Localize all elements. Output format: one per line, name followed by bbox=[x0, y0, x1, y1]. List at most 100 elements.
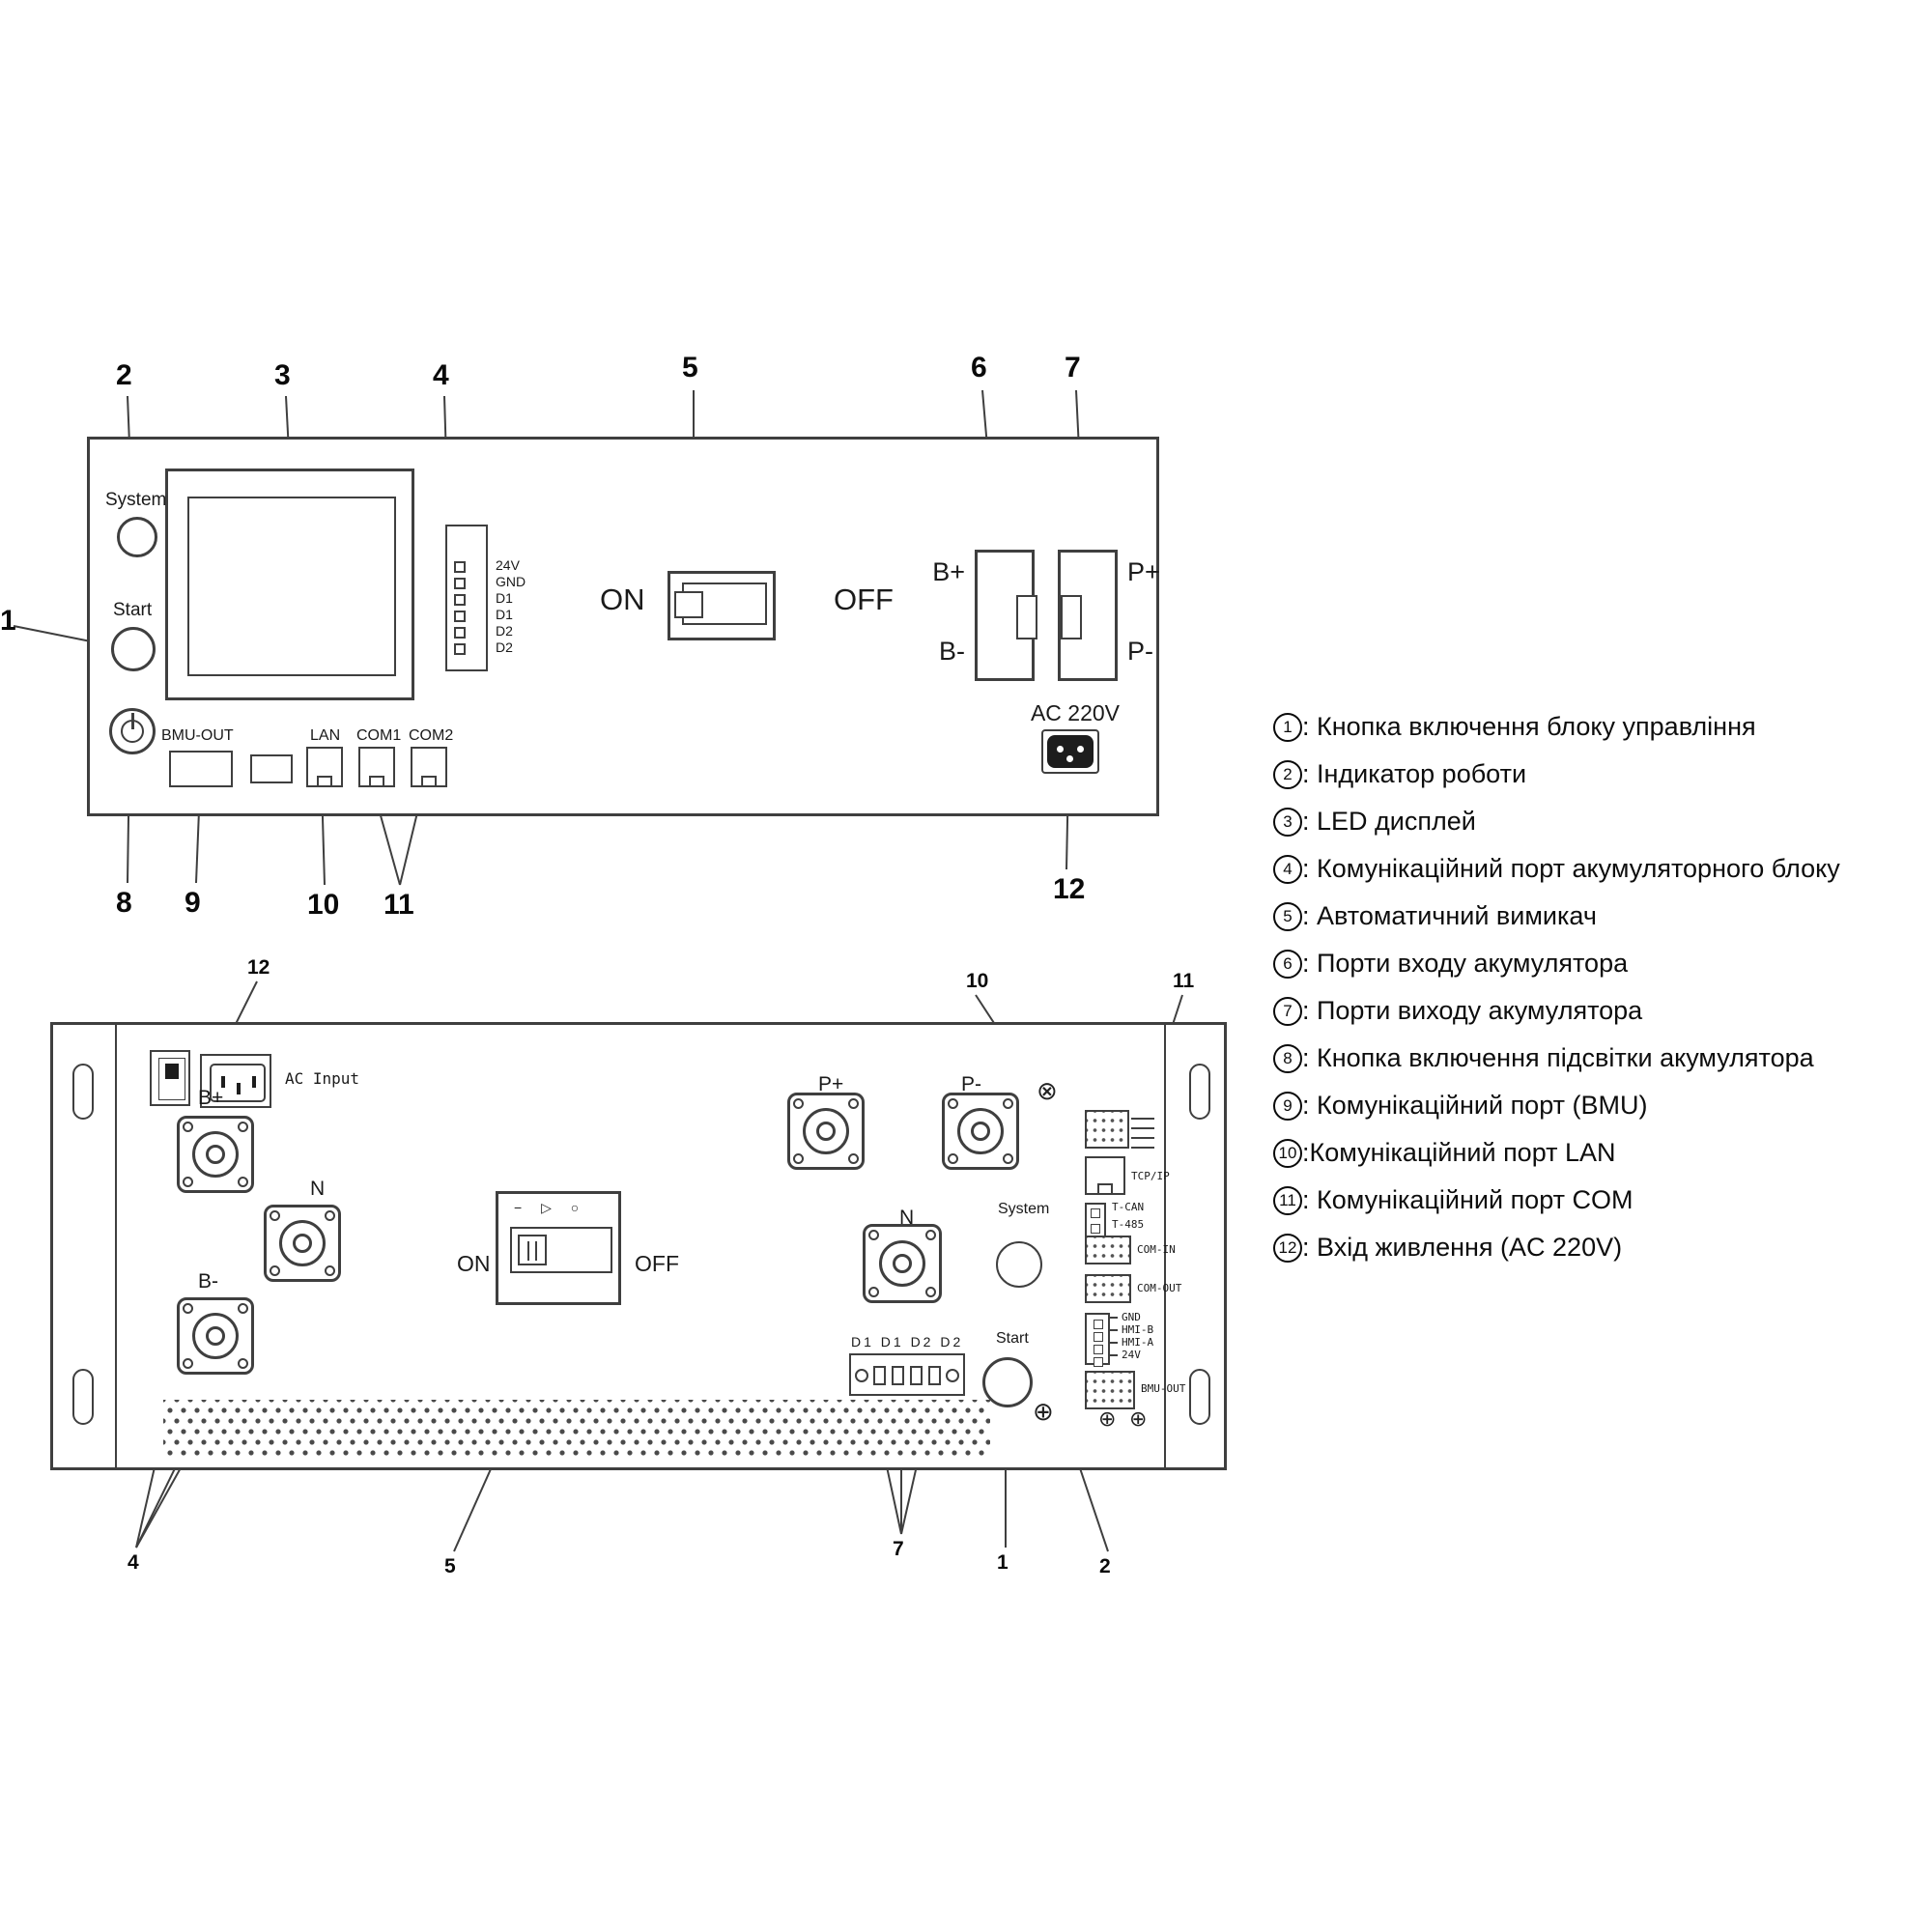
hmi-pin bbox=[1094, 1345, 1103, 1354]
ac-pin-slot bbox=[237, 1083, 241, 1094]
bolt-icon bbox=[270, 1210, 280, 1221]
bolt-icon bbox=[868, 1287, 879, 1297]
ac-rocker-switch bbox=[150, 1050, 190, 1106]
bolt-icon bbox=[925, 1230, 936, 1240]
callout-front-9: 9 bbox=[185, 887, 201, 919]
legend-text: :Комунікаційний порт LAN bbox=[1302, 1138, 1616, 1167]
rear-p-minus-label: P- bbox=[961, 1073, 981, 1095]
callout-rear-11: 11 bbox=[1173, 970, 1195, 992]
com2-port bbox=[411, 747, 447, 787]
com-out-port bbox=[1085, 1274, 1131, 1303]
toggle-grip-line bbox=[527, 1241, 529, 1261]
legend-text: : Порти виходу акумулятора bbox=[1302, 996, 1643, 1025]
terminal-core bbox=[206, 1145, 225, 1164]
toggle-grip-line bbox=[535, 1241, 537, 1261]
bolt-icon bbox=[868, 1230, 879, 1240]
aux-port bbox=[250, 754, 293, 783]
rj45-tab bbox=[317, 776, 332, 785]
rear-p-plus-label: P+ bbox=[818, 1073, 844, 1095]
rear-system-label: System bbox=[998, 1201, 1050, 1217]
hmi-pin bbox=[1094, 1332, 1103, 1342]
d-pin bbox=[928, 1366, 941, 1385]
d-pin bbox=[910, 1366, 923, 1385]
legend-item-7: 7: Порти виходу акумулятора bbox=[1273, 987, 1840, 1035]
pin-label-24v: 24V bbox=[496, 557, 520, 573]
tcpip-label: TCP/IP bbox=[1131, 1170, 1170, 1182]
led-display-screen bbox=[187, 497, 396, 676]
hmi-pin bbox=[1094, 1320, 1103, 1329]
hmi-pin-block bbox=[1085, 1313, 1110, 1367]
system-label: System bbox=[105, 490, 167, 510]
pin-label-d2a: D2 bbox=[496, 623, 513, 639]
rear-on-label: ON bbox=[457, 1251, 491, 1276]
24v-label: 24V bbox=[1122, 1349, 1141, 1361]
callout-front-11: 11 bbox=[384, 889, 414, 921]
system-indicator bbox=[117, 517, 157, 557]
pin-label-d1a: D1 bbox=[496, 590, 513, 606]
legend-item-6: 6: Порти входу акумулятора bbox=[1273, 940, 1840, 987]
bolt-icon bbox=[183, 1122, 193, 1132]
port-notch bbox=[1061, 595, 1082, 639]
bolt-icon bbox=[238, 1358, 248, 1369]
terminal-core bbox=[816, 1122, 836, 1141]
right-flange-line bbox=[1164, 1025, 1166, 1467]
terminal-core bbox=[893, 1254, 912, 1273]
callout-front-7: 7 bbox=[1065, 352, 1081, 384]
legend-item-1: 1: Кнопка включення блоку управління bbox=[1273, 703, 1840, 751]
comm-pin bbox=[454, 627, 466, 639]
comm-pin bbox=[454, 611, 466, 622]
bolt-icon bbox=[948, 1153, 958, 1164]
legend-num: 9 bbox=[1273, 1091, 1302, 1121]
circuit-breaker bbox=[668, 571, 776, 640]
ac-pin-slot bbox=[221, 1076, 225, 1088]
rear-n-left-label: N bbox=[310, 1178, 326, 1200]
left-flange-line bbox=[115, 1025, 117, 1467]
ac-pin bbox=[1066, 755, 1073, 762]
callout-front-3: 3 bbox=[274, 359, 291, 391]
legend-item-9: 9: Комунікаційний порт (BMU) bbox=[1273, 1082, 1840, 1129]
legend-text: : Комунікаційний порт (BMU) bbox=[1302, 1091, 1648, 1120]
legend-num: 1 bbox=[1273, 712, 1302, 742]
terminal-b-minus bbox=[177, 1297, 254, 1375]
legend-item-4: 4: Комунікаційний порт акумуляторного бл… bbox=[1273, 845, 1840, 893]
t-pin bbox=[1091, 1224, 1100, 1234]
on-label: ON bbox=[600, 582, 645, 616]
bmu-out-port bbox=[169, 751, 233, 787]
terminal-core bbox=[293, 1234, 312, 1253]
hmi-pin bbox=[1094, 1357, 1103, 1367]
hmi-b-label: HMI-B bbox=[1122, 1323, 1154, 1336]
terminal-n-left bbox=[264, 1205, 341, 1282]
com-in-port bbox=[1085, 1236, 1131, 1264]
pin-label-gnd: GND bbox=[496, 574, 526, 589]
terminal-n-right bbox=[863, 1224, 942, 1303]
legend-text: : Автоматичний вимикач bbox=[1302, 901, 1597, 930]
p-plus-label: P+ bbox=[1127, 557, 1160, 586]
off-label: OFF bbox=[834, 582, 894, 616]
bolt-icon bbox=[238, 1122, 248, 1132]
com1-port bbox=[358, 747, 395, 787]
terminal-ring bbox=[879, 1240, 925, 1287]
callout-rear-1: 1 bbox=[997, 1551, 1009, 1574]
pin-label-d2b: D2 bbox=[496, 639, 513, 655]
connector-screw-hole bbox=[855, 1369, 868, 1382]
ac-pin bbox=[1057, 746, 1064, 753]
pin-lead bbox=[1131, 1118, 1154, 1120]
rear-b-plus-label: B+ bbox=[198, 1087, 224, 1109]
pin-lead bbox=[1131, 1137, 1154, 1139]
bolt-icon bbox=[238, 1303, 248, 1314]
legend-item-3: 3: LED дисплей bbox=[1273, 798, 1840, 845]
bolt-icon bbox=[183, 1177, 193, 1187]
bolt-icon bbox=[270, 1265, 280, 1276]
rear-n-right-label: N bbox=[899, 1207, 915, 1229]
bolt-icon bbox=[925, 1287, 936, 1297]
mounting-slot bbox=[72, 1064, 94, 1120]
legend-num: 4 bbox=[1273, 854, 1302, 884]
t-pin bbox=[1091, 1208, 1100, 1218]
bolt-icon bbox=[183, 1358, 193, 1369]
ac-input-label: AC Input bbox=[285, 1069, 360, 1088]
callout-rear-2: 2 bbox=[1099, 1555, 1111, 1577]
d-pin bbox=[892, 1366, 904, 1385]
terminal-b-plus bbox=[177, 1116, 254, 1193]
com-out-label: COM-OUT bbox=[1137, 1282, 1182, 1294]
rear-b-minus-label: B- bbox=[198, 1270, 218, 1293]
